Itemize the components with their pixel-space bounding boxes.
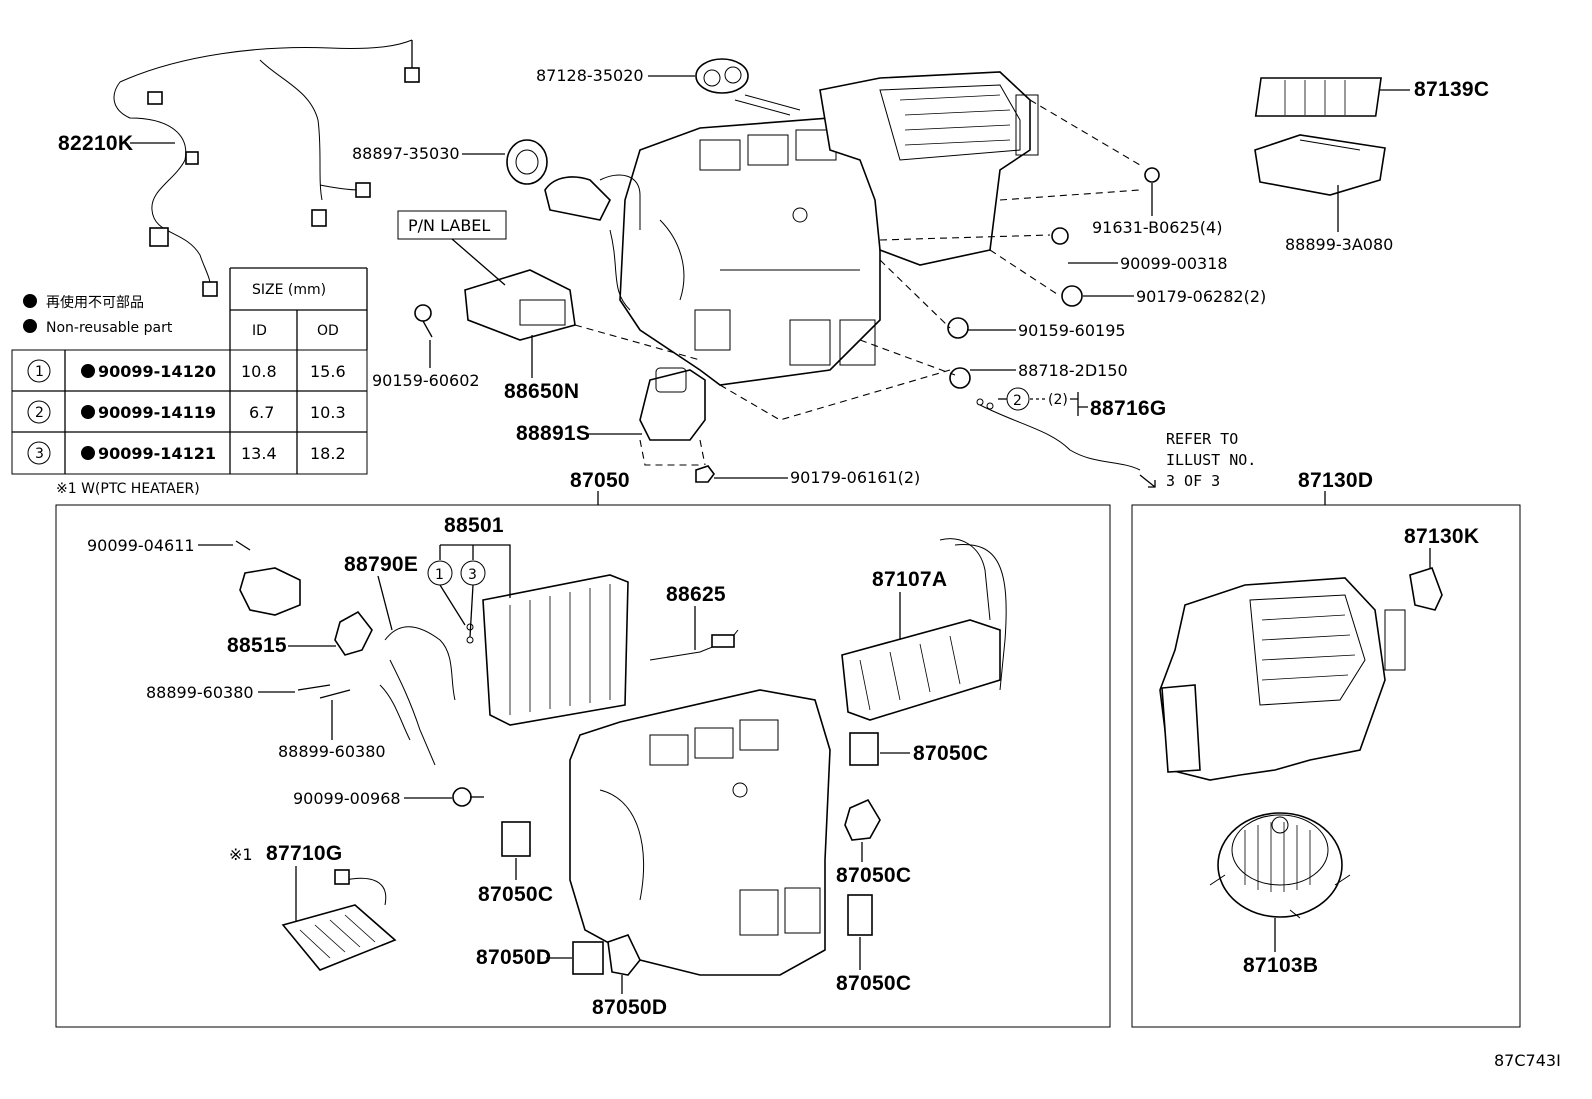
legend-en: Non-reusable part <box>46 320 173 336</box>
label-88899-60380-a: 88899-60380 <box>146 683 254 702</box>
box-87050-illustrations <box>235 538 1007 976</box>
label-90179-06282: 90179-06282(2) <box>1136 287 1266 306</box>
group-box-87130D <box>1131 504 1521 1028</box>
row-2-num: 2 <box>35 405 44 421</box>
row-1-num: 1 <box>35 364 44 380</box>
row-3-od: 18.2 <box>310 444 346 463</box>
callout-2-qty: (2) <box>1048 392 1068 408</box>
figure-id: 87C743I <box>1494 1051 1561 1070</box>
label-88718-2D150: 88718-2D150 <box>1018 361 1128 380</box>
ref-mark-1: ※1 <box>229 845 253 864</box>
label-88899-3A080: 88899-3A080 <box>1285 235 1393 254</box>
legend-jp: 再使用不可部品 <box>46 294 144 311</box>
label-88899-60380-b: 88899-60380 <box>278 742 386 761</box>
label-90099-04611: 90099-04611 <box>87 536 195 555</box>
label-88515: 88515 <box>227 634 287 657</box>
label-88650N: 88650N <box>504 380 579 403</box>
label-90159-60195: 90159-60195 <box>1018 321 1126 340</box>
row-2-id: 6.7 <box>249 403 274 422</box>
refer-line-2: ILLUST NO. <box>1166 451 1256 469</box>
label-90179-06161: 90179-06161(2) <box>790 468 920 487</box>
label-87130D: 87130D <box>1298 469 1373 492</box>
bullet-icon <box>23 319 37 333</box>
row-1-part: 90099-14120 <box>98 362 216 381</box>
bullet-icon <box>23 294 37 308</box>
row-3-part: 90099-14121 <box>98 444 216 463</box>
label-87128-35020: 87128-35020 <box>536 66 644 85</box>
row-2-od: 10.3 <box>310 403 346 422</box>
row-2-part: 90099-14119 <box>98 403 216 422</box>
box-87130D-illustrations <box>1159 567 1443 919</box>
size-table <box>11 267 368 475</box>
refer-line-3: 3 OF 3 <box>1166 472 1220 490</box>
label-87050D-b: 87050D <box>592 996 667 1019</box>
label-pn-label: P/N LABEL <box>408 216 490 235</box>
label-87050D-a: 87050D <box>476 946 551 969</box>
label-87050C-d: 87050C <box>836 972 911 995</box>
size-table-col-od: OD <box>317 323 339 339</box>
label-87139C: 87139C <box>1414 78 1489 101</box>
label-90099-00968: 90099-00968 <box>293 789 401 808</box>
size-table-title: SIZE (mm) <box>252 282 326 298</box>
label-87050C-a: 87050C <box>913 742 988 765</box>
arrow-icon <box>1139 474 1156 488</box>
label-88716G: 88716G <box>1090 397 1167 420</box>
label-91631-B0625: 91631-B0625(4) <box>1092 218 1222 237</box>
label-87050: 87050 <box>570 469 630 492</box>
label-88790E: 88790E <box>344 553 418 576</box>
row-1-od: 15.6 <box>310 362 346 381</box>
label-87130K: 87130K <box>1404 525 1479 548</box>
callout-1: 1 <box>435 567 444 583</box>
label-87050C-b: 87050C <box>836 864 911 887</box>
label-87107A: 87107A <box>872 568 947 591</box>
row-3-num: 3 <box>35 446 44 462</box>
group-box-87050 <box>55 504 1111 1028</box>
callout-3: 3 <box>468 567 477 583</box>
label-90099-00318: 90099-00318 <box>1120 254 1228 273</box>
label-82210K: 82210K <box>58 132 133 155</box>
size-table-footnote: ※1 W(PTC HEATAER) <box>56 481 200 497</box>
label-88891S: 88891S <box>516 422 590 445</box>
row-3-id: 13.4 <box>241 444 277 463</box>
callout-2: 2 <box>1013 393 1022 409</box>
label-87050C-c: 87050C <box>478 883 553 906</box>
label-90159-60602: 90159-60602 <box>372 371 480 390</box>
label-88625: 88625 <box>666 583 726 606</box>
label-87103B: 87103B <box>1243 954 1318 977</box>
wire-harness-82210K-illustration <box>113 39 420 297</box>
label-88897-35030: 88897-35030 <box>352 144 460 163</box>
label-87710G: 87710G <box>266 842 343 865</box>
refer-line-1: REFER TO <box>1166 430 1238 448</box>
size-table-col-id: ID <box>252 323 267 339</box>
label-88501: 88501 <box>444 514 504 537</box>
row-1-id: 10.8 <box>241 362 277 381</box>
hvac-unit-assembly-illustration <box>414 58 1386 483</box>
